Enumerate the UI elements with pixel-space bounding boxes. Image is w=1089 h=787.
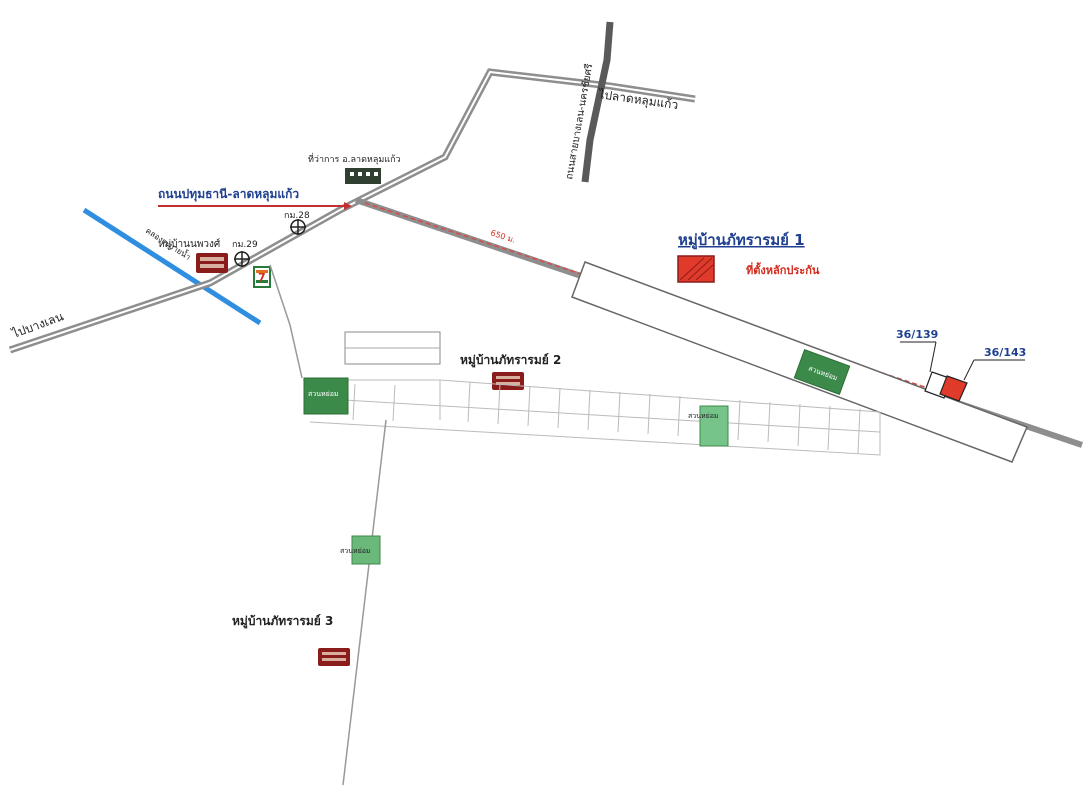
village2-lot-grid bbox=[303, 379, 881, 456]
village3-title: หมู่บ้านภัทรารมย์ 3 bbox=[232, 614, 333, 629]
plot-36-139-label: 36/139 bbox=[896, 328, 938, 341]
svg-text:สวนหย่อม: สวนหย่อม bbox=[688, 412, 719, 420]
plot-36-143-collateral bbox=[939, 375, 968, 402]
plot-36-143-label: 36/143 bbox=[984, 346, 1026, 359]
nanthawat-house-icon bbox=[196, 253, 228, 273]
nanthawat-village-label: หมู่บ้านนพวงศ์ bbox=[158, 238, 221, 250]
village3-house-icon bbox=[318, 648, 350, 666]
south-road-park: สวนหย่อม bbox=[340, 535, 381, 565]
district-office-label: ที่ว่าการ อ.ลาดหลุมแก้ว bbox=[308, 152, 401, 165]
km29-marker-icon bbox=[234, 251, 250, 267]
seven-eleven-icon: 7 bbox=[253, 266, 271, 288]
km29-label: กม.29 bbox=[232, 240, 258, 250]
canal bbox=[82, 207, 262, 326]
svg-text:สวนหย่อม: สวนหย่อม bbox=[308, 390, 339, 398]
svg-text:7: 7 bbox=[258, 271, 266, 284]
village1-block bbox=[571, 261, 1028, 463]
district-office-icon bbox=[345, 168, 381, 184]
collateral-legend-icon bbox=[677, 255, 715, 283]
km28-label: กม.28 bbox=[284, 211, 310, 221]
village2-title: หมู่บ้านภัทรารมย์ 2 bbox=[460, 353, 561, 368]
km28-marker-icon bbox=[290, 219, 306, 235]
village1-title: หมู่บ้านภัทรารมย์ 1 bbox=[678, 231, 805, 250]
side-road bbox=[269, 264, 303, 379]
south-road bbox=[342, 419, 387, 786]
svg-text:สวนหย่อม: สวนหย่อม bbox=[340, 547, 371, 555]
village2-park-west: สวนหย่อม bbox=[303, 377, 349, 415]
distance-label: 650 ม. bbox=[489, 228, 516, 244]
village2-park-center: สวนหย่อม bbox=[688, 405, 729, 447]
village1-park: สวนหย่อม bbox=[793, 349, 851, 395]
cross-road bbox=[581, 21, 614, 183]
village2-house-icon bbox=[492, 372, 524, 390]
collateral-legend-label: ที่ตั้งหลักประกัน bbox=[746, 262, 820, 277]
pathum-road-label: ถนนปทุมธานี-ลาดหลุมแก้ว bbox=[158, 187, 299, 202]
